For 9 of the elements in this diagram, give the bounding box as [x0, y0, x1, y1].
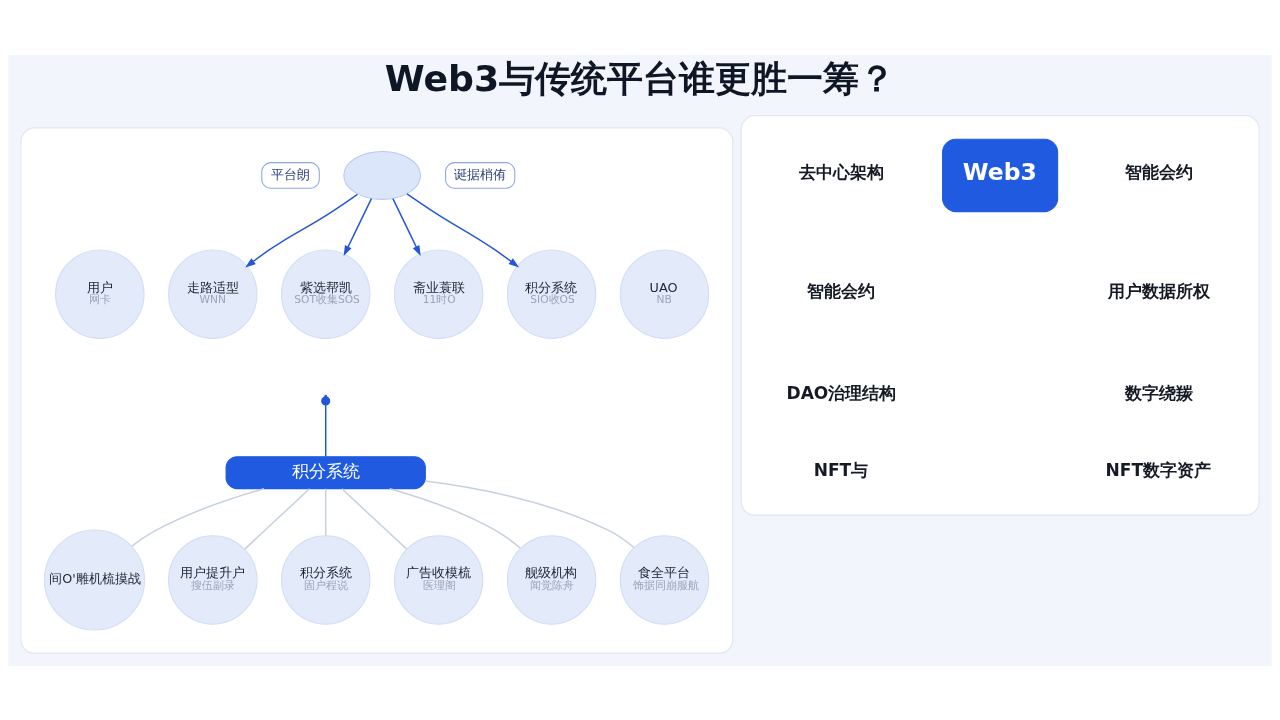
label: DAO治理结构	[786, 382, 897, 403]
label: 智能会约	[1124, 161, 1193, 182]
label: NFT数字资产	[1105, 459, 1212, 480]
label: 数字绕羰	[1124, 382, 1193, 403]
label: 去中心架构	[799, 161, 885, 182]
diagram-title: Web3与传统平台谁更胜一筹？	[384, 56, 896, 100]
label: NFT与	[813, 459, 869, 480]
label: 用户数据所权	[1108, 280, 1211, 301]
label: 智能会约	[807, 280, 876, 301]
